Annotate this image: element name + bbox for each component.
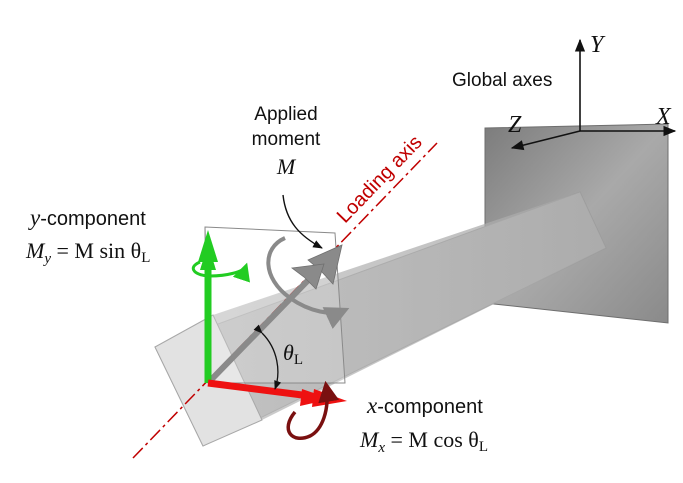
y-eq-rhs-sub: L <box>141 250 150 266</box>
angle-label: θL <box>283 340 303 368</box>
y-component-title-rest: -component <box>40 208 146 230</box>
x-rotation-icon <box>286 380 340 440</box>
loading-axis-label: Loading axis <box>333 131 427 227</box>
y-eq-M: M <box>25 238 46 263</box>
x-eq-rhs: = M cos θ <box>385 427 479 452</box>
moment-rotation-icon <box>266 236 350 329</box>
global-axes-title: Global axes <box>452 70 552 91</box>
applied-moment-label-line1: Applied <box>254 104 317 125</box>
angle-symbol: θ <box>283 340 294 365</box>
y-rotation-icon <box>191 260 250 283</box>
y-eq-sub: y <box>42 251 51 267</box>
x-eq-sub: x <box>377 440 385 456</box>
x-component-var: x <box>366 393 378 418</box>
x-component-title-rest: -component <box>377 396 483 418</box>
y-component-var: y <box>28 205 41 230</box>
x-component-title: x-component <box>366 393 483 418</box>
y-component-title: y-component <box>28 205 146 230</box>
reference-box <box>204 226 346 384</box>
applied-moment-symbol: M <box>276 154 297 179</box>
y-axis-label: Y <box>590 32 606 58</box>
z-axis-label: Z <box>508 112 522 138</box>
y-component-equation: My = M sin θL <box>25 238 150 267</box>
moment-pointer <box>282 194 323 249</box>
y-component-arrow <box>198 230 218 383</box>
y-eq-rhs: = M sin θ <box>51 238 141 263</box>
angle-subscript: L <box>294 352 303 368</box>
x-eq-rhs-sub: L <box>479 439 488 455</box>
x-component-equation: Mx = M cos θL <box>359 427 488 456</box>
applied-moment-label-line2: moment <box>252 129 321 150</box>
angle-arc <box>253 324 282 390</box>
x-axis-label: X <box>655 104 672 130</box>
x-eq-M: M <box>359 427 380 452</box>
global-axes <box>510 38 677 151</box>
